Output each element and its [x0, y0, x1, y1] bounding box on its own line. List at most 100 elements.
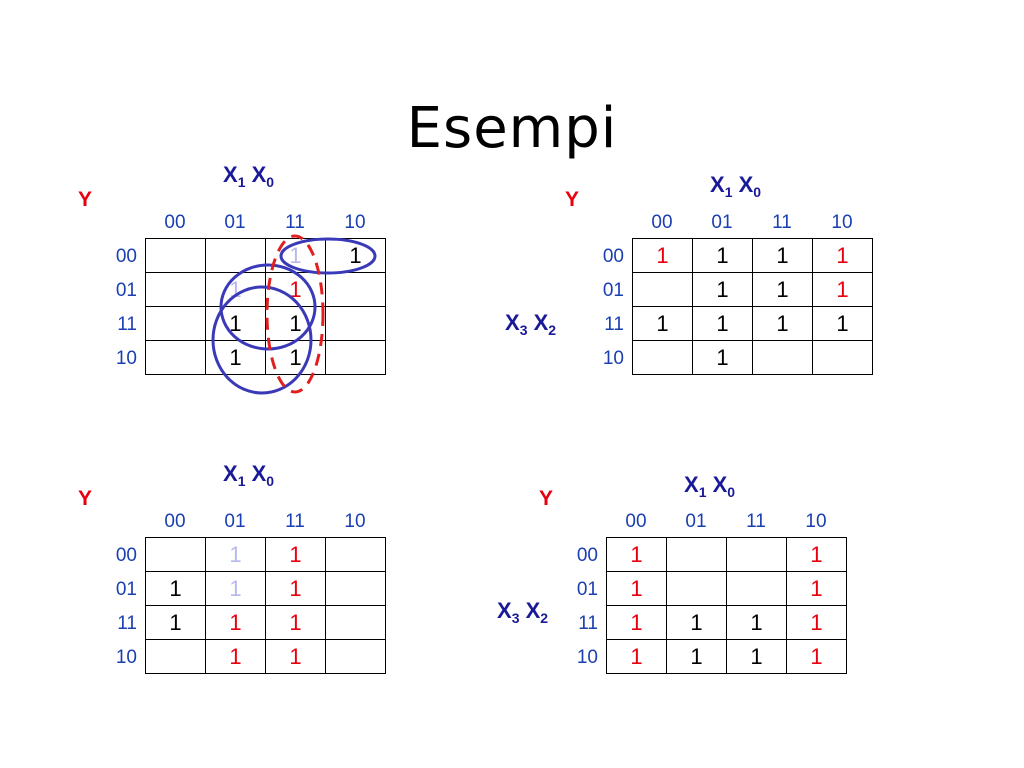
column-header: 11 — [285, 212, 305, 233]
kmap-row: 1 — [632, 340, 873, 375]
row-header: 00 — [576, 545, 598, 566]
kmap-cell: 1 — [265, 306, 326, 341]
kmap-cell — [632, 340, 693, 375]
kmap-cell: 1 — [606, 639, 667, 674]
kmap-cell — [726, 571, 787, 606]
kmap-cell: 1 — [632, 306, 693, 341]
kmap-cell — [666, 537, 727, 572]
kmap-cell: 1 — [205, 306, 266, 341]
row-variables-label-letter-2: X — [533, 310, 549, 335]
kmap-cell: 1 — [265, 272, 326, 307]
column-variables-label-subscript-2: 0 — [266, 473, 275, 489]
row-variables-label-subscript-1: 3 — [519, 322, 528, 338]
kmap-cell: 1 — [692, 340, 753, 375]
kmap-cell: 1 — [726, 605, 787, 640]
kmap-cell — [325, 537, 386, 572]
column-variables-label: X1 X0 — [223, 162, 274, 190]
column-variables-label: X1 X0 — [710, 172, 761, 200]
kmap-cell: 1 — [205, 605, 266, 640]
kmap-cell: 1 — [205, 272, 266, 307]
output-y-label: Y — [78, 188, 93, 211]
kmap-cell: 1 — [786, 537, 847, 572]
kmap-cell: 1 — [265, 639, 326, 674]
row-header: 01 — [115, 579, 137, 600]
column-header: 11 — [772, 212, 792, 233]
column-variables-label-subscript-2: 0 — [727, 484, 736, 500]
kmap-cell — [205, 238, 266, 273]
row-header: 10 — [115, 348, 137, 369]
kmap-cell: 1 — [205, 639, 266, 674]
kmap-cell: 1 — [205, 537, 266, 572]
row-header: 01 — [602, 280, 624, 301]
column-variables-label-letter-1: X — [684, 472, 699, 497]
column-variables-label-subscript-1: 1 — [698, 484, 707, 500]
kmap-cell: 1 — [786, 571, 847, 606]
row-header: 11 — [578, 613, 598, 634]
kmap-cell — [812, 340, 873, 375]
column-variables-label-letter-2: X — [712, 472, 728, 497]
row-variables-label-letter-1: X — [497, 598, 512, 623]
kmap-cell: 1 — [812, 272, 873, 307]
kmap-cell — [325, 605, 386, 640]
kmap-cell: 1 — [265, 340, 326, 375]
kmap-cell — [752, 340, 813, 375]
kmap-cell — [145, 306, 206, 341]
row-variables-label-letter-2: X — [525, 598, 541, 623]
row-variables-label-subscript-2: 2 — [548, 322, 557, 338]
kmap-cell — [325, 571, 386, 606]
column-header: 01 — [224, 511, 246, 532]
kmap-cell: 1 — [786, 639, 847, 674]
kmap-cell — [145, 639, 206, 674]
kmap-cell: 1 — [752, 272, 813, 307]
output-y-label: Y — [565, 188, 580, 211]
kmap-cell: 1 — [606, 605, 667, 640]
kmap-cell: 1 — [812, 238, 873, 273]
column-header: 01 — [711, 212, 733, 233]
kmap-cell: 1 — [145, 571, 206, 606]
kmap-cell — [325, 272, 386, 307]
column-header: 01 — [224, 212, 246, 233]
column-variables-label-letter-2: X — [738, 172, 754, 197]
slide-title: Esempi — [406, 96, 618, 161]
row-header: 11 — [117, 314, 137, 335]
kmap-cell: 1 — [145, 605, 206, 640]
column-variables-label: X1 X0 — [223, 461, 274, 489]
kmap-cell: 1 — [666, 639, 727, 674]
column-variables-label-subscript-1: 1 — [724, 184, 733, 200]
column-variables-label-letter-1: X — [223, 162, 238, 187]
column-variables-label-subscript-2: 0 — [753, 184, 762, 200]
kmap-cell: 1 — [812, 306, 873, 341]
kmap-cell: 1 — [265, 537, 326, 572]
kmap-cell — [145, 272, 206, 307]
kmap-cell: 1 — [205, 571, 266, 606]
column-header: 11 — [285, 511, 305, 532]
column-header: 00 — [625, 511, 647, 532]
row-header: 00 — [115, 545, 137, 566]
row-header: 10 — [576, 647, 598, 668]
kmap-cell: 1 — [692, 272, 753, 307]
column-variables-label: X1 X0 — [684, 472, 735, 500]
column-header: 11 — [746, 511, 766, 532]
kmap-cell: 1 — [265, 571, 326, 606]
row-header: 00 — [115, 246, 137, 267]
row-header: 10 — [602, 348, 624, 369]
row-header: 10 — [115, 647, 137, 668]
column-variables-label-subscript-1: 1 — [237, 174, 246, 190]
column-variables-label-letter-1: X — [710, 172, 725, 197]
output-y-label: Y — [539, 487, 554, 510]
row-variables-label-subscript-2: 2 — [540, 610, 549, 626]
column-header: 10 — [831, 212, 853, 233]
column-variables-label-letter-2: X — [251, 162, 267, 187]
row-header: 01 — [576, 579, 598, 600]
column-header: 10 — [805, 511, 827, 532]
column-variables-label-subscript-2: 0 — [266, 174, 275, 190]
